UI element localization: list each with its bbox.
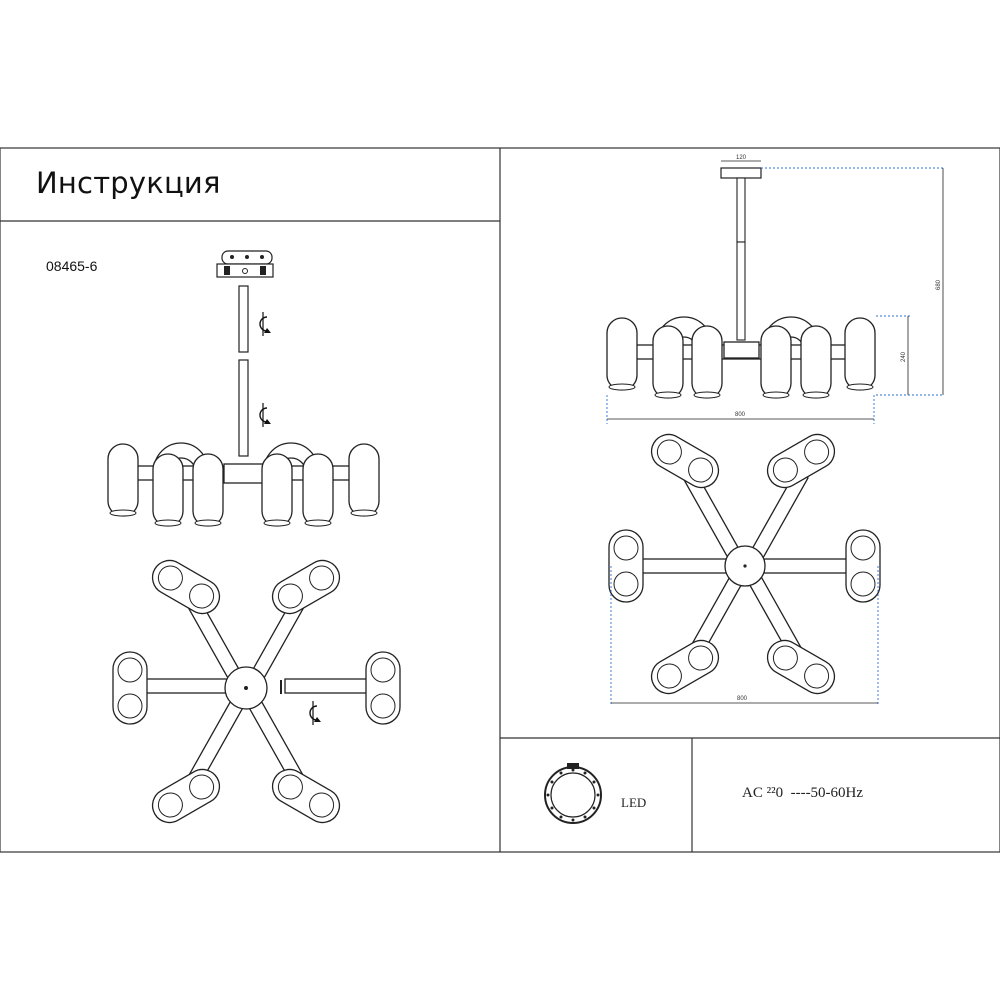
sheet-frame bbox=[0, 147, 1000, 853]
dimensioned-front-view: 120 680 240 800 bbox=[606, 155, 944, 424]
rotate-icon bbox=[259, 311, 272, 337]
dim-height: 680 bbox=[936, 279, 942, 290]
dim-arm-height: 240 bbox=[901, 351, 907, 362]
exploded-top-view bbox=[112, 553, 401, 830]
upper-rod bbox=[238, 285, 249, 353]
dimension-lines bbox=[607, 160, 944, 420]
rotate-icon bbox=[309, 700, 322, 726]
rotate-icon bbox=[259, 402, 272, 428]
canopy-bracket bbox=[216, 250, 274, 278]
exploded-front-view bbox=[107, 250, 380, 527]
dim-width-front: 800 bbox=[735, 412, 746, 418]
led-ring-icon bbox=[544, 763, 602, 824]
page-title: Инструкция bbox=[36, 166, 221, 200]
lower-rod bbox=[238, 359, 249, 457]
dim-canopy: 120 bbox=[736, 155, 747, 161]
power-spec: AC ²²0 ----50-60Hz bbox=[742, 785, 864, 801]
model-number: 08465-6 bbox=[46, 258, 98, 274]
dim-width-top: 800 bbox=[737, 696, 748, 702]
dimensioned-top-view: 800 bbox=[608, 427, 881, 705]
led-label: LED bbox=[621, 795, 647, 810]
